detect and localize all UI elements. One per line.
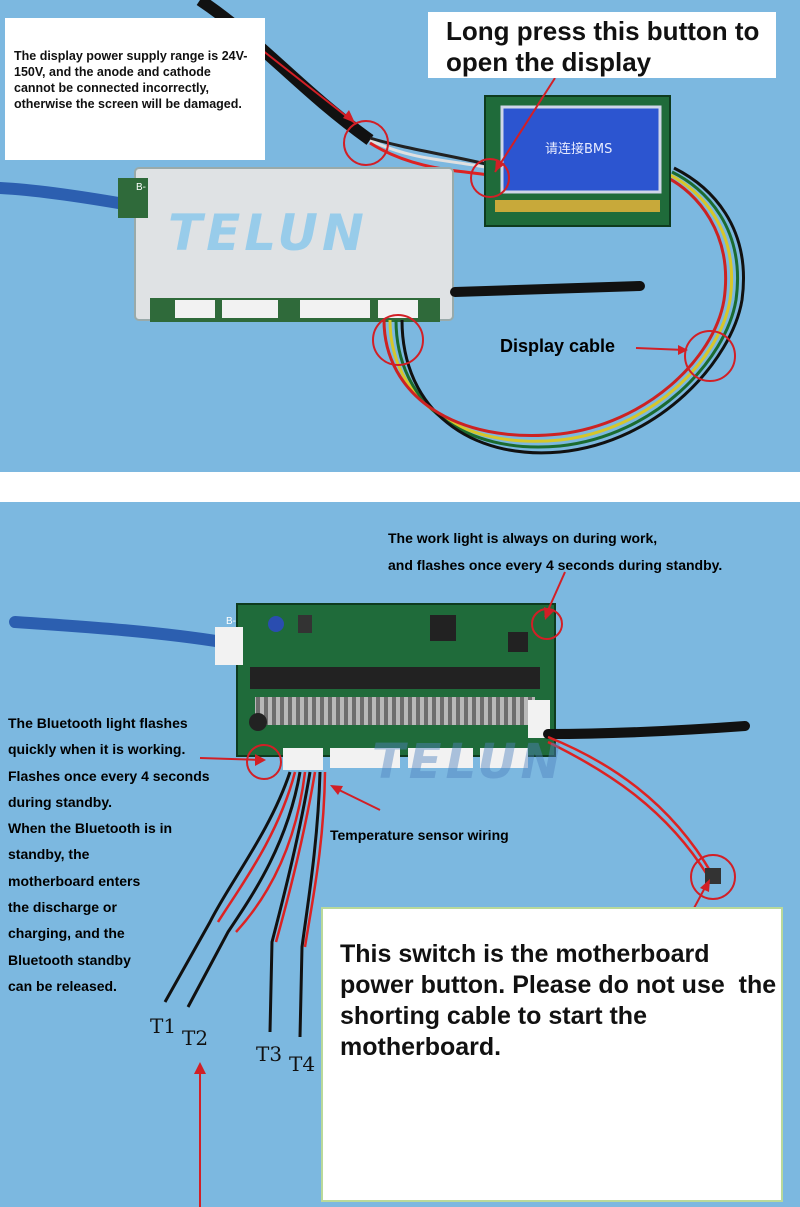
lcd-screen-text: 请连接BMS bbox=[545, 142, 613, 157]
bluetooth-note-line: motherboard enters bbox=[8, 872, 141, 889]
power-supply-callout: The display power supply range is 24V-15… bbox=[5, 18, 265, 160]
bottom-illustration bbox=[9, 571, 750, 1207]
connector-highlight-circle bbox=[372, 314, 424, 366]
sensor-label-t2: T2 bbox=[182, 1026, 209, 1050]
switch-highlight-circle bbox=[690, 854, 736, 900]
sensor-label-t4: T4 bbox=[289, 1052, 316, 1076]
long-press-note: Long press this button to open the displ… bbox=[446, 16, 760, 77]
temperature-sensor-label: Temperature sensor wiring bbox=[330, 827, 509, 843]
bluetooth-note-line: When the Bluetooth is in bbox=[8, 820, 173, 837]
bluetooth-note-line: the discharge or bbox=[8, 899, 117, 916]
bluetooth-note: The Bluetooth light flashes quickly when… bbox=[8, 710, 238, 999]
brand-watermark: TELUN bbox=[372, 734, 565, 790]
work-light-highlight-circle bbox=[531, 608, 563, 640]
bluetooth-note-line: standby, the bbox=[8, 846, 90, 863]
board-marking: B- bbox=[136, 182, 146, 193]
bluetooth-note-line: quickly when it is working. bbox=[8, 741, 186, 758]
brand-watermark: TELUN bbox=[168, 204, 368, 262]
work-light-note-line1: The work light is always on during work, bbox=[388, 530, 658, 546]
long-press-callout: Long press this button to open the displ… bbox=[428, 12, 776, 78]
switch-callout: This switch is the motherboard power but… bbox=[321, 907, 783, 1202]
bluetooth-note-line: The Bluetooth light flashes bbox=[8, 715, 188, 731]
display-cable-label: Display cable bbox=[500, 336, 616, 356]
bluetooth-note-line: can be released. bbox=[8, 977, 117, 994]
bluetooth-note-line: Flashes once every 4 seconds bbox=[8, 767, 210, 784]
bluetooth-note-line: during standby. bbox=[8, 793, 112, 810]
top-product-photo: The display power supply range is 24V-15… bbox=[0, 0, 800, 472]
switch-note: This switch is the motherboard power but… bbox=[340, 940, 784, 1061]
bottom-product-photo: The work light is always on during work,… bbox=[0, 502, 800, 1207]
button-highlight-circle bbox=[470, 158, 510, 198]
work-light-note-line2: and flashes once every 4 seconds during … bbox=[388, 557, 723, 573]
bluetooth-note-line: Bluetooth standby bbox=[8, 951, 131, 968]
display-cable-highlight-circle bbox=[684, 330, 736, 382]
sensor-label-t3: T3 bbox=[256, 1042, 283, 1066]
cable-highlight-circle bbox=[343, 120, 389, 166]
board-marking: B- bbox=[226, 616, 236, 627]
top-illustration bbox=[0, 0, 745, 455]
bluetooth-light-highlight-circle bbox=[246, 744, 282, 780]
sensor-label-t1: T1 bbox=[150, 1014, 177, 1038]
power-supply-note: The display power supply range is 24V-15… bbox=[14, 49, 248, 111]
bluetooth-note-line: charging, and the bbox=[8, 925, 125, 942]
